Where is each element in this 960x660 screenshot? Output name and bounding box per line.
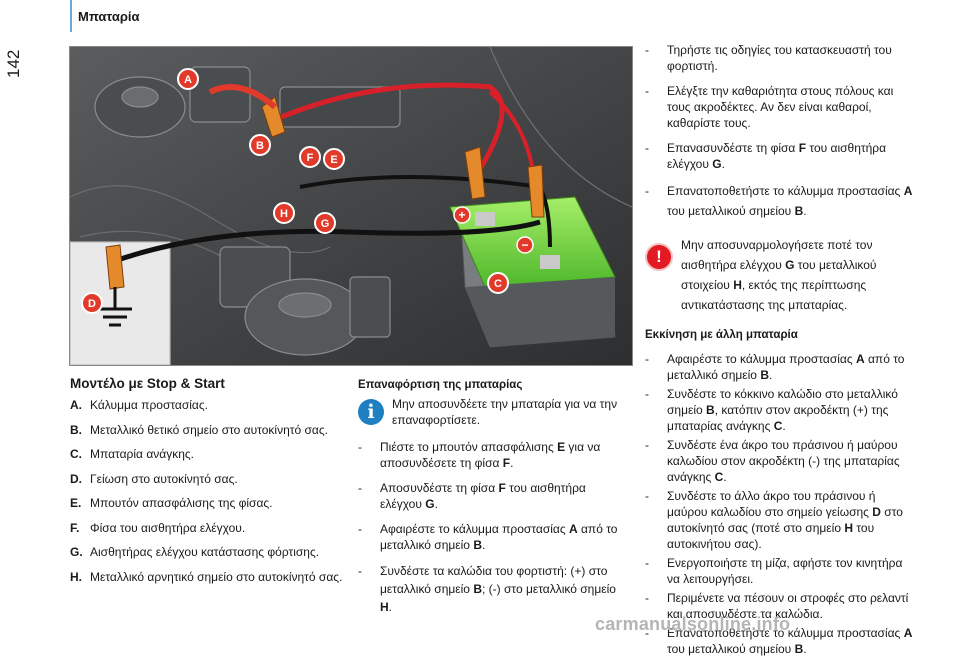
red-cable	[268, 82, 505, 179]
recharge-step: -Αφαιρέστε το κάλυμμα προστασίας A από τ…	[358, 522, 618, 552]
other-battery-step: -Ενεργοποιήστε τη μίζα, αφήστε τον κινητ…	[645, 556, 903, 586]
legend-text: Μεταλλικό θετικό σημείο στο αυτοκίνητό σ…	[90, 422, 328, 437]
svg-text:C: C	[494, 278, 502, 290]
legend-text: Μπουτόν απασφάλισης της φίσας.	[90, 496, 273, 510]
warning-icon: !	[645, 243, 673, 271]
plus-terminal: +	[453, 206, 471, 224]
legend-text: Μπαταρία ανάγκης.	[90, 447, 194, 461]
svg-text:D: D	[88, 298, 96, 310]
legend-key: H.	[70, 569, 82, 584]
warning-note: ! Μην αποσυναρμολογήσετε ποτέ τον αισθητ…	[645, 235, 915, 315]
svg-text:+: +	[458, 208, 465, 222]
watermark: carmanualsonline.info	[595, 614, 791, 634]
legend-text: Γείωση στο αυτοκίνητό σας.	[90, 471, 238, 486]
recharge-section: Επαναφόρτιση της μπαταρίας i Μην αποσυνδ…	[358, 377, 630, 625]
svg-text:B: B	[256, 140, 264, 152]
legend-key: A.	[70, 398, 82, 412]
model-title: Μοντέλο με Stop & Start	[70, 376, 225, 391]
recharge-step: -Συνδέστε τα καλώδια του φορτιστή: (+) σ…	[358, 564, 616, 614]
svg-text:G: G	[321, 218, 330, 230]
legend-text: Φίσα του αισθητήρα ελέγχου.	[90, 520, 246, 535]
other-battery-step: -Συνδέστε το κόκκινο καλώδιο στο μεταλλι…	[645, 387, 898, 433]
info-text: Μην αποσυνδέετε την μπαταρία για να την …	[392, 397, 618, 427]
right-column: -Τηρήστε τις οδηγίες του κατασκευαστή το…	[645, 42, 915, 660]
info-icon: i	[358, 399, 384, 425]
legend-item: F. Φίσα του αισθητήρα ελέγχου.	[70, 520, 360, 536]
other-battery-step: -Περιμένετε να πέσουν οι στροφές στο ρελ…	[645, 591, 909, 621]
legend-key: B.	[70, 422, 82, 437]
right-step: -Ελέγξτε την καθαριότητα στους πόλους κα…	[645, 84, 894, 130]
callout-D: D	[81, 292, 103, 314]
legend-item: B. Μεταλλικό θετικό σημείο στο αυτοκίνητό…	[70, 422, 360, 438]
legend-text: Μεταλλικό αρνητικό σημείο στο αυτοκίνητό…	[90, 569, 343, 584]
legend-key: E.	[70, 496, 82, 510]
callout-A: A	[177, 68, 199, 90]
section-title: Μπαταρία	[78, 9, 140, 24]
black-cable	[111, 219, 541, 265]
header-rule	[70, 0, 72, 32]
legend-key: D.	[70, 471, 82, 486]
svg-text:E: E	[330, 154, 337, 166]
page-number: 142	[4, 49, 23, 78]
clamp-icon	[105, 96, 545, 290]
svg-text:−: −	[521, 238, 528, 252]
other-battery-step: -Συνδέστε ένα άκρο του πράσινου ή μαύρου…	[645, 438, 900, 484]
callout-G: G	[314, 212, 336, 234]
minus-terminal: −	[516, 236, 534, 254]
other-battery-step: -Συνδέστε το άλλο άκρο του πράσινου ή μα…	[645, 489, 903, 551]
legend-text: Κάλυμμα προστασίας.	[90, 398, 208, 412]
callout-B: B	[249, 134, 271, 156]
recharge-step: -Αποσυνδέστε τη φίσα F του αισθητήρα ελέ…	[358, 481, 586, 511]
arrow-icon	[208, 84, 277, 110]
other-battery-title: Εκκίνηση με άλλη μπαταρία	[645, 329, 798, 341]
recharge-step: -Πιέστε το μπουτόν απασφάλισης E για να …	[358, 440, 601, 470]
right-step: -Επανατοποθετήστε το κάλυμμα προστασίας …	[645, 184, 913, 218]
legend-list: A. Κάλυμμα προστασίας. B. Μεταλλικό θετικό…	[70, 397, 360, 593]
legend-item: D. Γείωση στο αυτοκίνητό σας.	[70, 471, 360, 487]
other-battery-step: -Αφαιρέστε το κάλυμμα προστασίας A από τ…	[645, 352, 905, 382]
legend-item: A. Κάλυμμα προστασίας.	[70, 397, 360, 413]
right-step: -Επανασυνδέστε τη φίσα F του αισθητήρα ε…	[645, 141, 887, 171]
legend-text: Αισθητήρας ελέγχου κατάστασης φόρτισης.	[90, 545, 320, 559]
legend-key: G.	[70, 545, 83, 559]
engine-bay-drawing: A B C D E F G H + −	[70, 47, 632, 365]
ground-symbol	[98, 287, 132, 327]
legend-item: H. Μεταλλικό αρνητικό σημείο στο αυτοκίνη…	[70, 569, 360, 585]
svg-text:H: H	[280, 208, 288, 220]
legend-key: F.	[70, 520, 80, 535]
recharge-title: Επαναφόρτιση της μπαταρίας	[358, 379, 523, 391]
callout-H: H	[273, 202, 295, 224]
black-cable-2	[299, 175, 552, 248]
legend-key: C.	[70, 447, 82, 461]
info-note: i Μην αποσυνδέετε την μπαταρία για να τη…	[358, 396, 630, 428]
callout-F: F	[299, 146, 321, 168]
legend-item: G. Αισθητήρας ελέγχου κατάστασης φόρτισης…	[70, 544, 360, 560]
right-step: -Τηρήστε τις οδηγίες του κατασκευαστή το…	[645, 43, 892, 73]
legend-item: E. Μπουτόν απασφάλισης της φίσας.	[70, 495, 360, 511]
battery-illustration: A B C D E F G H + −	[69, 46, 633, 366]
callout-E: E	[323, 148, 345, 170]
callout-C: C	[487, 272, 509, 294]
svg-text:F: F	[307, 152, 314, 164]
legend-item: C. Μπαταρία ανάγκης.	[70, 446, 360, 462]
svg-text:A: A	[184, 74, 192, 86]
